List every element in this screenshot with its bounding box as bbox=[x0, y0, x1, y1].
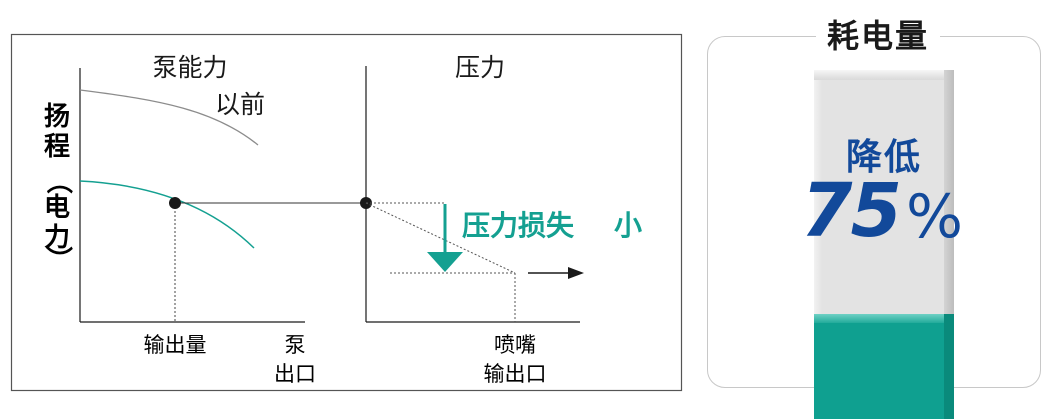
y-axis-label-char: 电 bbox=[44, 193, 70, 223]
fill-bevel-top bbox=[814, 314, 954, 323]
pressure-loss-size: 小 bbox=[614, 209, 642, 242]
before-curve-label: 以前 bbox=[215, 90, 265, 119]
y-axis-label-char: ） bbox=[43, 246, 73, 272]
left-panel-title: 泵能力 bbox=[152, 53, 227, 82]
y-axis-label-char: 程 bbox=[44, 132, 70, 162]
tube-bevel-right bbox=[944, 70, 954, 419]
tube-bevel-left bbox=[814, 70, 822, 419]
pump-operating-point bbox=[169, 197, 181, 209]
pressure-loss-arrow-icon bbox=[427, 252, 463, 272]
pressure-loss-label: 压力损失 bbox=[462, 209, 575, 242]
fill-bevel-right bbox=[944, 314, 954, 419]
right-panel-title: 压力 bbox=[455, 53, 505, 82]
nozzle-label-line2: 输出口 bbox=[484, 362, 547, 386]
power-meter-fill bbox=[814, 314, 954, 419]
y-axis-label-char: （ bbox=[43, 168, 73, 194]
tube-bevel-top bbox=[814, 70, 954, 80]
power-meter-title: 耗电量 bbox=[816, 14, 940, 58]
pump-outlet-label-line2: 出口 bbox=[274, 362, 316, 386]
nozzle-label-line1: 喷嘴 bbox=[494, 333, 536, 357]
diagram-frame bbox=[10, 33, 683, 392]
pump-performance-diagram: 泵能力 压力 扬 程 （ 电 力 ） 以前 压力损失 小 输出量 泵 出口 喷嘴… bbox=[10, 33, 683, 392]
before-pump-curve bbox=[79, 89, 259, 146]
reduction-value: 75 bbox=[801, 168, 902, 254]
reduction-unit: % bbox=[906, 182, 964, 252]
pump-outlet-label-line1: 泵 bbox=[285, 333, 306, 357]
flow-arrow-icon bbox=[568, 267, 584, 279]
pressure-drop-line bbox=[365, 202, 516, 274]
y-axis-label-char: 力 bbox=[44, 223, 70, 253]
y-axis-label-char: 扬 bbox=[44, 102, 70, 132]
reduction-label: 降低 bbox=[845, 137, 922, 178]
output-label: 输出量 bbox=[144, 333, 207, 357]
current-pump-curve bbox=[79, 180, 255, 249]
y-axis-label: 扬 程 （ 电 力 ） bbox=[43, 102, 73, 272]
